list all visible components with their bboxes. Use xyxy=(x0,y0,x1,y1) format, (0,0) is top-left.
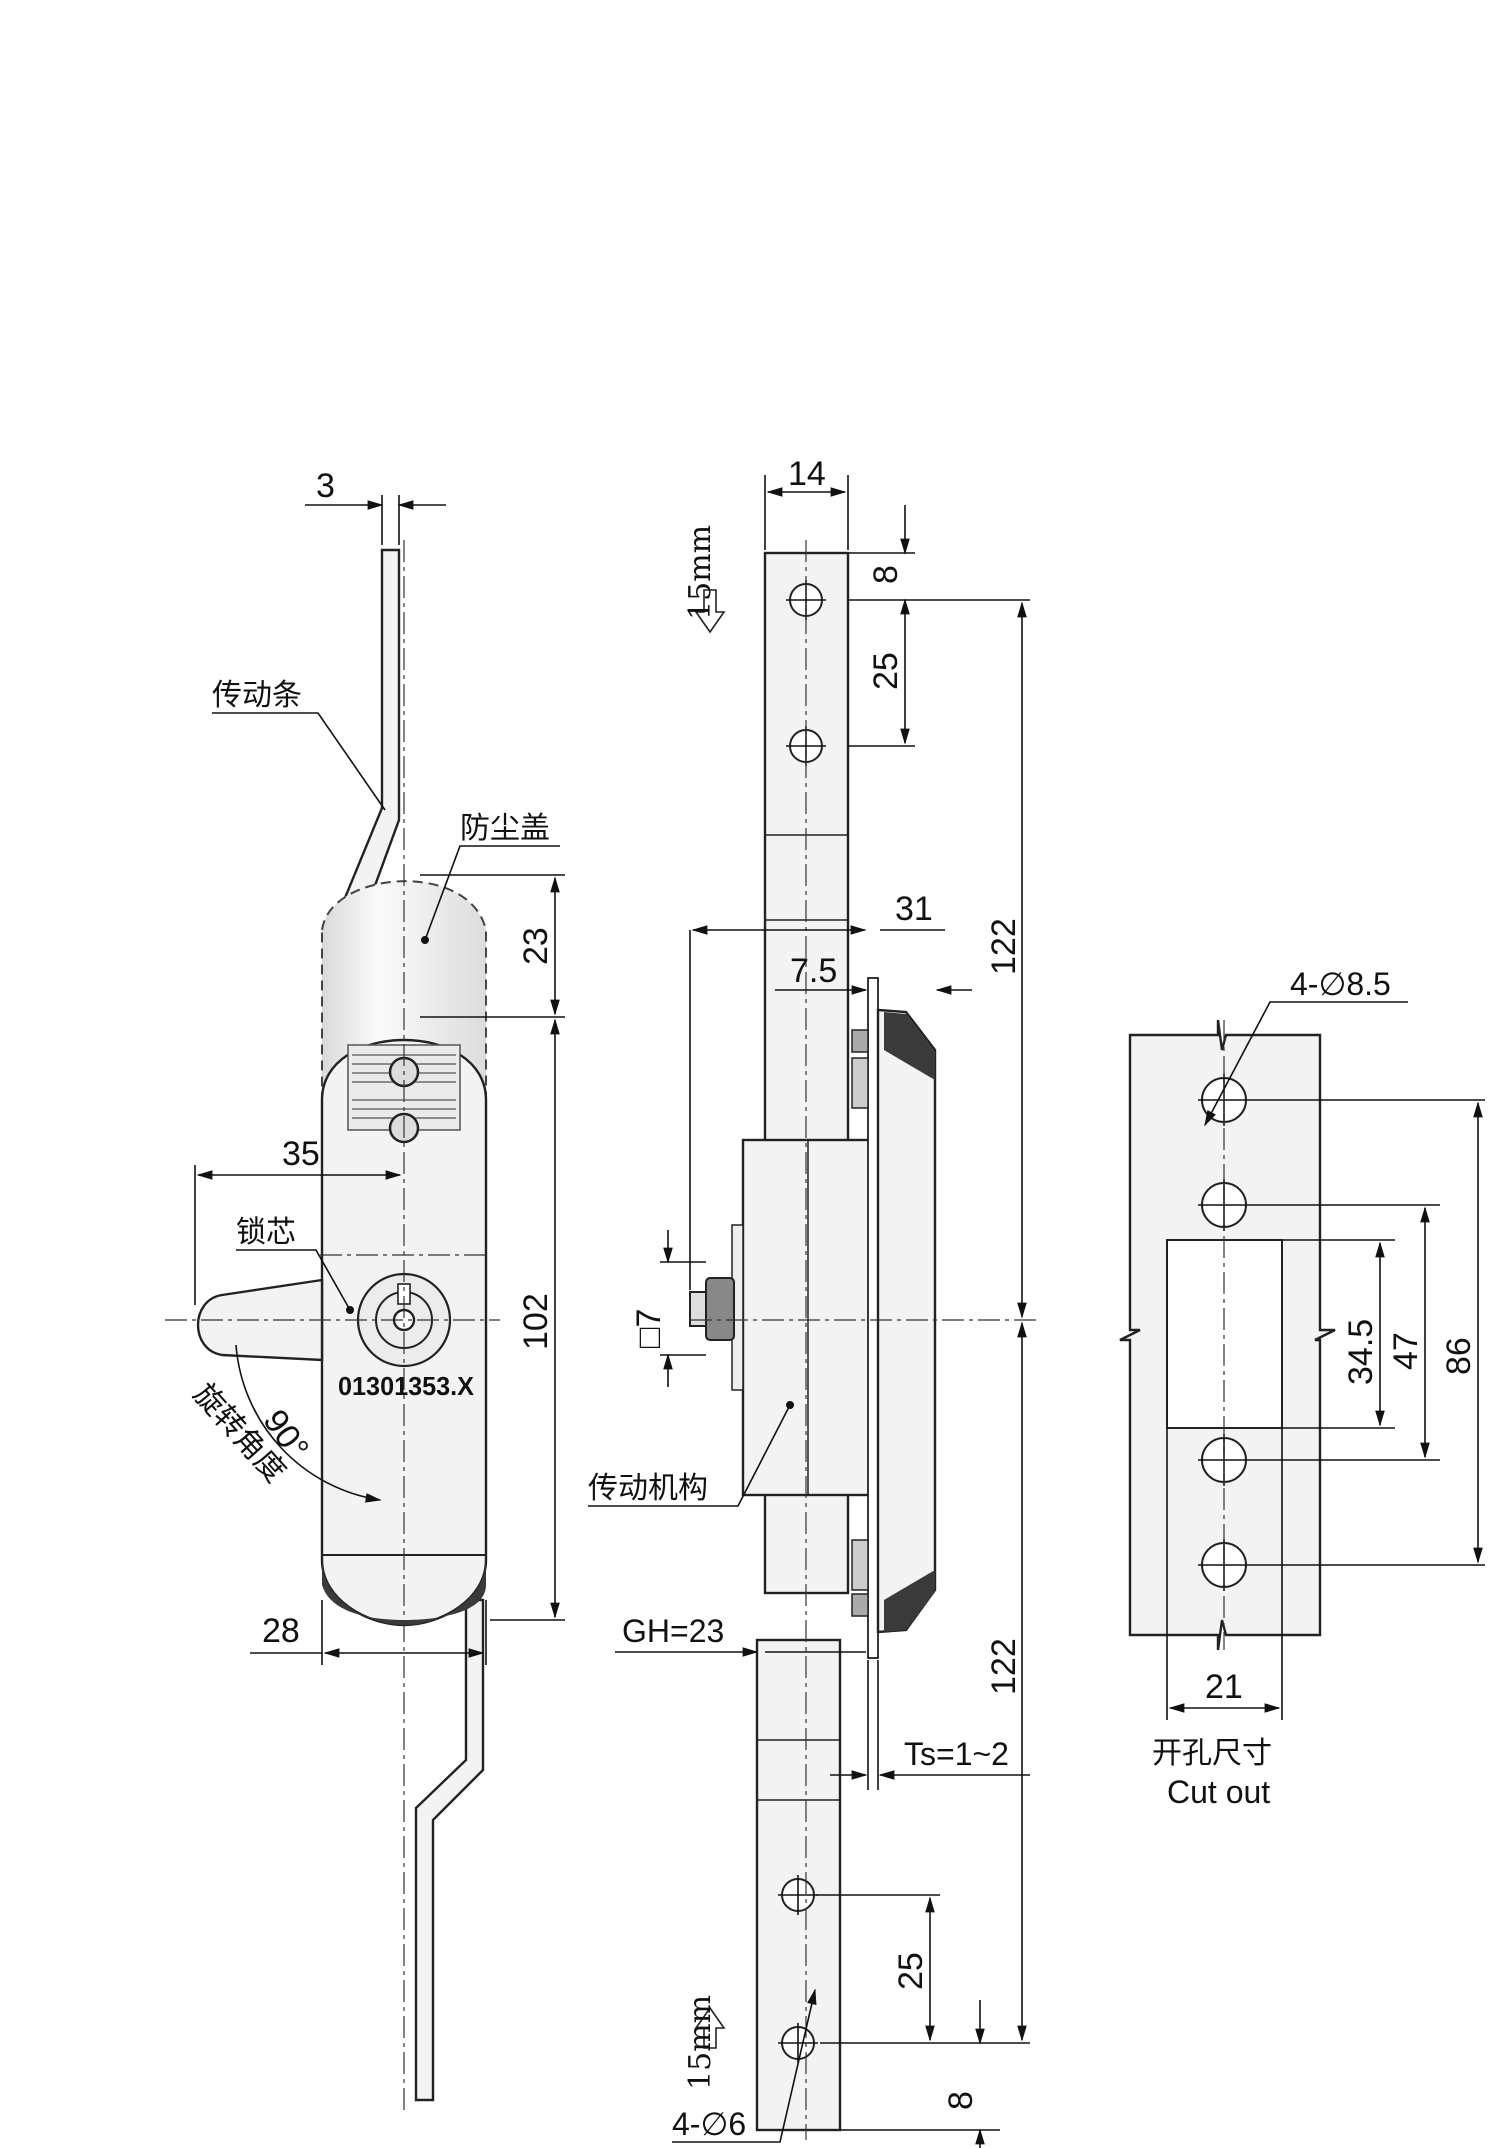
side-labels: 传动机构 xyxy=(588,1401,794,1507)
side-dimensions: 14 8 25 31 7.5 122 122 □7 GH=23 Ts=1~2 xyxy=(615,455,1030,2148)
travel-arrow-up-icon xyxy=(694,2006,726,2049)
travel-arrow-down-icon xyxy=(694,589,726,634)
dim-hole-spacing-top: 25 xyxy=(867,652,905,690)
caption-cutout-en: Cut out xyxy=(1167,1774,1270,1810)
side-handle-profile xyxy=(876,1008,937,1634)
caption-cutout-cn: 开孔尺寸 xyxy=(1152,1736,1272,1771)
dim-cutout-47: 47 xyxy=(1387,1332,1425,1370)
dim-lower-length: 122 xyxy=(985,1638,1023,1695)
dim-bar-thickness: 3 xyxy=(316,467,335,505)
dim-dust-cover-height: 23 xyxy=(517,927,555,965)
dim-holes-bottom: 4-∅6 xyxy=(672,2106,746,2142)
dim-handle-reach: 35 xyxy=(282,1135,320,1173)
dim-flange: 7.5 xyxy=(790,952,837,990)
dim-cutout-height: 34.5 xyxy=(1342,1319,1380,1385)
cutout-view xyxy=(1119,1019,1336,1651)
travel-top: 15mm xyxy=(683,525,718,620)
label-drive-mechanism: 传动机构 xyxy=(588,1471,708,1506)
dim-body-height: 102 xyxy=(517,1293,555,1350)
label-dust-cover: 防尘盖 xyxy=(460,811,550,846)
dim-cutout-width: 21 xyxy=(1205,1668,1243,1706)
drive-bar-upper xyxy=(338,548,401,912)
dim-hole-edge-top: 8 xyxy=(867,565,905,584)
dim-hole-edge-bottom: 8 xyxy=(942,2091,980,2110)
label-drive-bar: 传动条 xyxy=(212,678,302,713)
drive-mechanism-box xyxy=(741,1138,882,1497)
dim-hole-spacing-bottom: 25 xyxy=(892,1952,930,1990)
travel-bottom: 15mm xyxy=(683,1995,718,2090)
dim-square: □7 xyxy=(630,1309,668,1348)
dim-gh: GH=23 xyxy=(622,1613,724,1649)
dim-body-width: 28 xyxy=(262,1612,300,1650)
dim-bar-width: 14 xyxy=(788,455,826,493)
front-view: 01301353.X xyxy=(165,540,500,2110)
handle xyxy=(196,1278,324,1362)
part-number: 01301353.X xyxy=(338,1371,475,1401)
dim-cutout-86: 86 xyxy=(1440,1337,1478,1375)
dim-ts: Ts=1~2 xyxy=(904,1736,1009,1772)
cutout-dimensions: 34.5 47 86 21 4-∅8.5 xyxy=(1166,966,1485,1720)
label-lock-core: 锁芯 xyxy=(236,1215,296,1250)
dim-holes-cutout: 4-∅8.5 xyxy=(1290,966,1391,1002)
cutout-caption: 开孔尺寸 Cut out xyxy=(1152,1736,1272,1810)
dim-upper-length: 122 xyxy=(985,918,1023,975)
dim-depth: 31 xyxy=(895,890,933,928)
side-view: 15mm 15mm xyxy=(683,525,1040,2140)
drive-bar-lower xyxy=(414,1598,485,2102)
